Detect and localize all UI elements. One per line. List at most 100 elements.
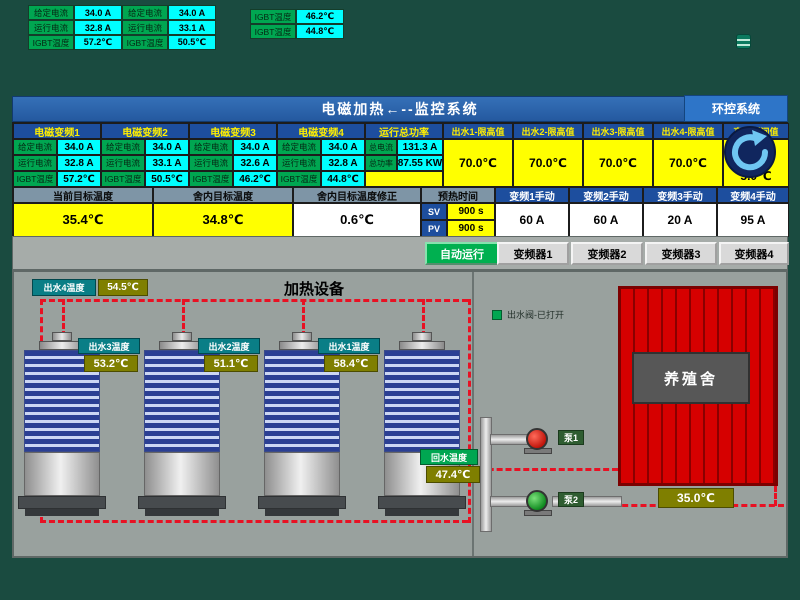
outlet2-temp-value: 51.1℃ <box>204 355 258 372</box>
manual3-value[interactable]: 20 A <box>643 203 717 237</box>
tower-base-shadow <box>145 509 219 516</box>
run-current-value: 33.1 A <box>145 155 189 171</box>
target-temp-correction-header: 舍内目标温度修正 <box>293 187 421 203</box>
manual2-header: 变频2手动 <box>569 187 643 203</box>
tower-base-shadow <box>265 509 339 516</box>
inverter1-header: 电磁变频1 <box>13 123 101 139</box>
water-pipe-vertical <box>480 417 492 532</box>
inverter1-button[interactable]: 变频器1 <box>497 242 569 265</box>
top-strip-row: 运行电流 33.1 A <box>122 20 216 35</box>
inverter2-button[interactable]: 变频器2 <box>571 242 643 265</box>
limit3-value: 70.0℃ <box>583 139 653 187</box>
pump2-label: 泵2 <box>558 492 584 507</box>
param-value: 44.8℃ <box>296 24 344 39</box>
top-strip-group-2: 给定电流 34.0 A 运行电流 33.1 A IGBT温度 50.5℃ <box>122 5 216 50</box>
red-pipe-drop <box>302 299 305 337</box>
limit2-value: 70.0℃ <box>513 139 583 187</box>
outlet4-temp-label: 出水4温度 <box>32 279 96 296</box>
title-bar: 电磁加热←--监控系统 <box>12 96 788 122</box>
total-power-header: 运行总功率 <box>365 123 443 139</box>
top-strip-row: 给定电流 34.0 A <box>122 5 216 20</box>
tower-base <box>138 496 226 509</box>
page-title: 电磁加热←--监控系统 <box>321 101 479 117</box>
heating-tower-1 <box>18 332 106 520</box>
tower-shoulder <box>399 341 445 350</box>
param-value: 33.1 A <box>168 20 216 35</box>
sv-value[interactable]: 900 s <box>447 203 495 220</box>
igbt-temp-value: 50.5℃ <box>145 171 189 187</box>
tower-base <box>378 496 466 509</box>
auto-run-button[interactable]: 自动运行 <box>425 242 499 265</box>
tower-base-shadow <box>25 509 99 516</box>
run-current-label: 运行电流 <box>189 155 233 171</box>
manual4-header: 变频4手动 <box>717 187 789 203</box>
param-value: 34.0 A <box>168 5 216 20</box>
set-current-value: 34.0 A <box>57 139 101 155</box>
param-label: IGBT温度 <box>122 35 168 50</box>
current-target-temp-value: 35.4℃ <box>13 203 153 237</box>
run-current-value: 32.8 A <box>321 155 365 171</box>
tower-cap <box>292 332 312 341</box>
top-strip-row: IGBT温度 44.8℃ <box>250 24 344 39</box>
pump2-icon[interactable] <box>526 490 548 512</box>
inverter3-header: 电磁变频3 <box>189 123 277 139</box>
red-pipe-drop <box>62 299 65 337</box>
set-current-label: 给定电流 <box>277 139 321 155</box>
inverter2-header: 电磁变频2 <box>101 123 189 139</box>
param-label: IGBT温度 <box>28 35 74 50</box>
barn-name: 养殖舍 <box>663 370 718 388</box>
limit2-header: 出水2-限高值 <box>513 123 583 139</box>
section-divider <box>472 272 474 556</box>
param-value: 32.8 A <box>74 20 122 35</box>
param-label: 给定电流 <box>28 5 74 20</box>
pump1-icon[interactable] <box>526 428 548 450</box>
button-strip: 自动运行 变频器1 变频器2 变频器3 变频器4 <box>12 236 789 270</box>
barn-temp-value: 35.0℃ <box>658 488 734 508</box>
heating-tower-2 <box>138 332 226 520</box>
top-strip-group-3: IGBT温度 46.2℃ IGBT温度 44.8℃ <box>250 9 344 39</box>
manual1-value[interactable]: 60 A <box>495 203 569 237</box>
target-temp-correction-value[interactable]: 0.6℃ <box>293 203 421 237</box>
set-current-label: 给定电流 <box>101 139 145 155</box>
limit4-value: 70.0℃ <box>653 139 723 187</box>
top-strip-row: 运行电流 32.8 A <box>28 20 122 35</box>
outlet4-temp-value: 54.5℃ <box>98 279 148 296</box>
outlet2-temp-label: 出水2温度 <box>198 338 260 354</box>
param-label: IGBT温度 <box>250 9 296 24</box>
refresh-icon[interactable] <box>724 126 776 178</box>
manual1-header: 变频1手动 <box>495 187 569 203</box>
tower-cap <box>412 332 432 341</box>
app-icon[interactable] <box>736 34 751 49</box>
red-pipe-radiator-right <box>774 486 777 506</box>
igbt-temp-value: 44.8℃ <box>321 171 365 187</box>
run-current-value: 32.8 A <box>57 155 101 171</box>
igbt-temp-value: 46.2℃ <box>233 171 277 187</box>
indoor-target-temp-header: 舍内目标温度 <box>153 187 293 203</box>
igbt-temp-value: 57.2℃ <box>57 171 101 187</box>
data-panel: 电磁变频1 电磁变频2 电磁变频3 电磁变频4 运行总功率 出水1-限高值 出水… <box>12 122 789 237</box>
tower-body <box>24 452 100 496</box>
indoor-target-temp-value: 34.8℃ <box>153 203 293 237</box>
limit1-header: 出水1-限高值 <box>443 123 513 139</box>
inverter3-button[interactable]: 变频器3 <box>645 242 717 265</box>
igbt-temp-label: IGBT温度 <box>101 171 145 187</box>
limit3-header: 出水3-限高值 <box>583 123 653 139</box>
water-pipe-to-radiator <box>552 496 622 507</box>
param-value: 57.2℃ <box>74 35 122 50</box>
water-pipe-to-pump2 <box>490 496 528 507</box>
inverter4-button[interactable]: 变频器4 <box>719 242 789 265</box>
equipment-section: 加热设备 出水4温度 54.5℃ 出水阀-已打开 <box>12 270 788 558</box>
manual2-value[interactable]: 60 A <box>569 203 643 237</box>
param-label: 运行电流 <box>122 20 168 35</box>
tower-base <box>258 496 346 509</box>
total-power-label: 总功率 <box>365 155 397 171</box>
env-control-button[interactable]: 环控系统 <box>684 95 788 122</box>
manual4-value[interactable]: 95 A <box>717 203 789 237</box>
tower-base-shadow <box>385 509 459 516</box>
tower-body <box>144 452 220 496</box>
tower-cap <box>172 332 192 341</box>
param-label: 运行电流 <box>28 20 74 35</box>
run-current-label: 运行电流 <box>101 155 145 171</box>
red-pipe-to-radiator <box>470 468 618 471</box>
igbt-temp-label: IGBT温度 <box>277 171 321 187</box>
